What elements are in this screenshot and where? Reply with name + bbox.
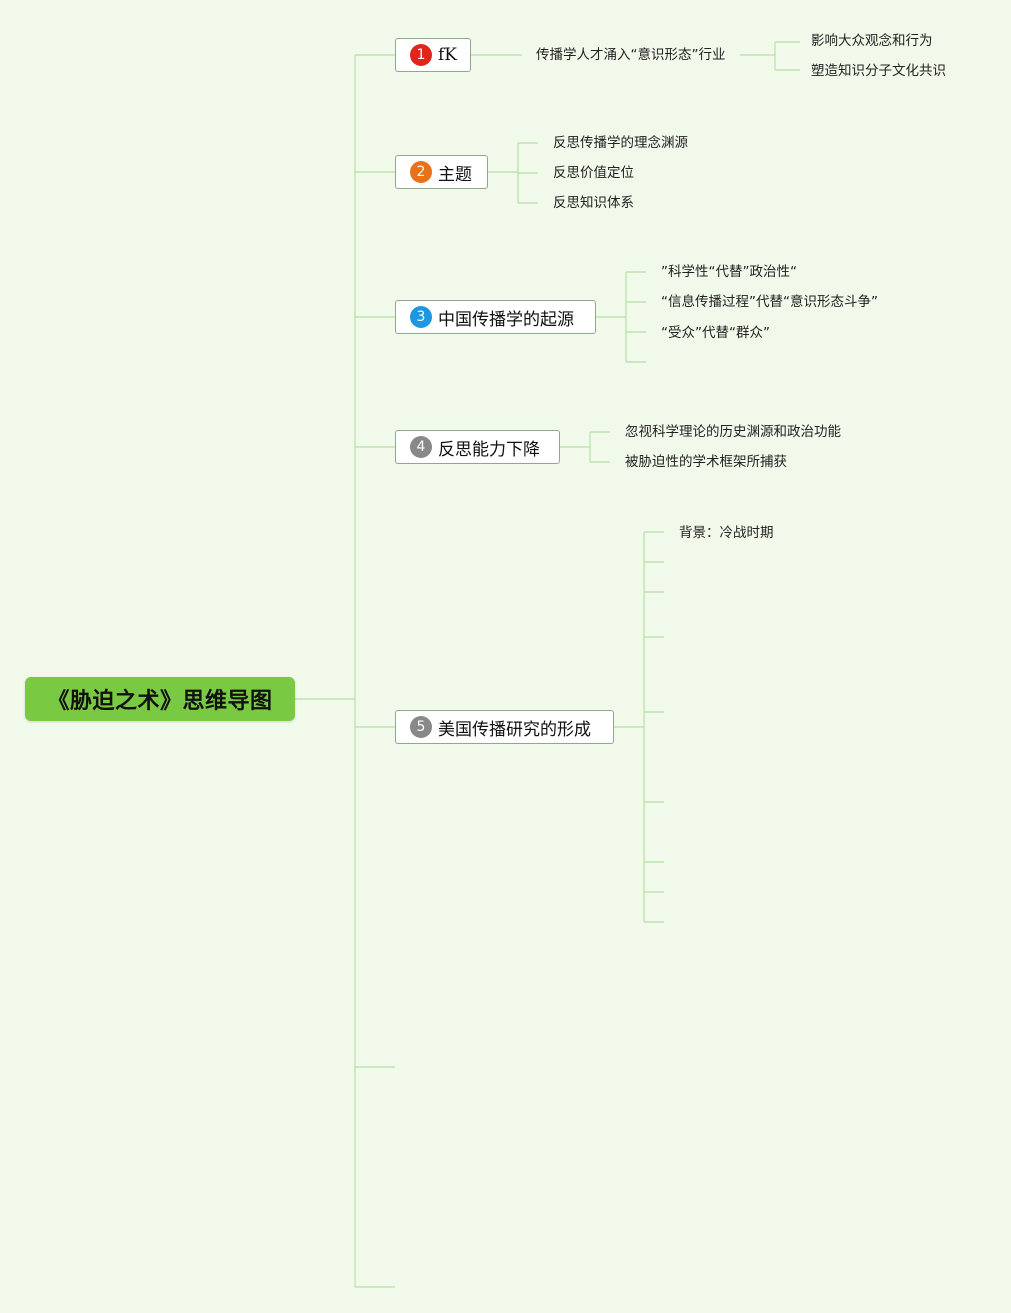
branch-5-topic[interactable]: 5 美国传播研究的形成 <box>395 710 614 744</box>
branch-3-child-3[interactable]: “受众”代替“群众” <box>661 325 770 341</box>
branch-4-child-1[interactable]: 忽视科学理论的历史渊源和政治功能 <box>625 424 841 440</box>
branch-3-label: 中国传播学的起源 <box>438 309 574 330</box>
branch-3-child-2[interactable]: “信息传播过程”代替“意识形态斗争” <box>661 294 878 310</box>
branch-4-child-2[interactable]: 被胁迫性的学术框架所捕获 <box>625 454 787 470</box>
root-topic[interactable]: 《胁迫之术》思维导图 <box>25 677 295 721</box>
branch-1-grandchild-2[interactable]: 塑造知识分子文化共识 <box>811 63 946 79</box>
branch-5-child-1[interactable]: 背景：冷战时期 <box>679 525 774 541</box>
branch-3-child-1[interactable]: ”科学性“代替”政治性“ <box>661 264 797 280</box>
branch-1-child[interactable]: 传播学人才涌入“意识形态”行业 <box>536 47 726 63</box>
branch-1-topic[interactable]: 1 fK <box>395 38 471 72</box>
branch-2-child-3[interactable]: 反思知识体系 <box>553 195 634 211</box>
priority-5-icon: 5 <box>410 716 432 738</box>
branch-1-label: fK <box>438 45 457 65</box>
branch-5-label: 美国传播研究的形成 <box>438 719 591 740</box>
branch-1-grandchild-1[interactable]: 影响大众观念和行为 <box>811 33 933 49</box>
priority-2-icon: 2 <box>410 161 432 183</box>
branch-3-topic[interactable]: 3 中国传播学的起源 <box>395 300 596 334</box>
branch-4-topic[interactable]: 4 反思能力下降 <box>395 430 560 464</box>
branch-2-label: 主题 <box>438 164 472 185</box>
priority-1-icon: 1 <box>410 44 432 66</box>
priority-4-icon: 4 <box>410 436 432 458</box>
branch-2-child-1[interactable]: 反思传播学的理念渊源 <box>553 135 688 151</box>
branch-2-topic[interactable]: 2 主题 <box>395 155 488 189</box>
priority-3-icon: 3 <box>410 306 432 328</box>
branch-4-label: 反思能力下降 <box>438 439 540 460</box>
root-title: 《胁迫之术》思维导图 <box>47 689 273 714</box>
branch-2-child-2[interactable]: 反思价值定位 <box>553 165 634 181</box>
